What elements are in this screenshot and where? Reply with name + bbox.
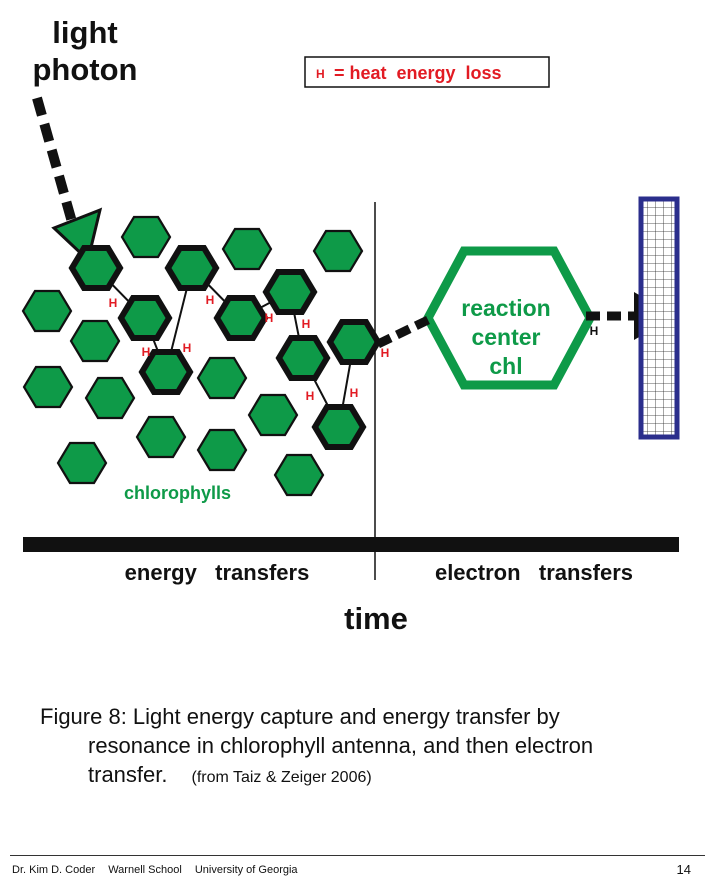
caption-line1: Figure 8: Light energy capture and energ… xyxy=(40,704,560,729)
chlorophyll-hexagon xyxy=(247,393,299,437)
caption-source: (from Taiz & Zeiger 2006) xyxy=(191,769,372,786)
heat-loss-mark: H xyxy=(142,345,151,359)
chlorophyll-hexagon xyxy=(312,229,364,273)
excited-chlorophyll-hexagon xyxy=(213,295,269,341)
heat-loss-mark: H xyxy=(109,296,118,310)
caption-line3: transfer. xyxy=(88,762,168,787)
excited-chlorophyll-hexagon xyxy=(275,335,331,381)
chlorophyll-hexagon xyxy=(120,215,172,259)
footer-credits: Dr. Kim D. Coder Warnell School Universi… xyxy=(12,864,308,876)
chlorophyll-hexagon xyxy=(221,227,273,271)
heat-loss-mark: H xyxy=(206,293,215,307)
excited-chlorophyll-hexagon xyxy=(138,349,194,395)
transfer-to-reaction-center xyxy=(376,315,430,349)
figure-caption: Figure 8: Light energy capture and energ… xyxy=(40,702,680,792)
footer-school: Warnell School xyxy=(108,864,182,876)
legend-box: H = heat energy loss xyxy=(304,56,550,88)
excited-chlorophyll-hexagon xyxy=(311,404,367,450)
excited-chlorophyll-hexagon xyxy=(262,269,318,315)
chlorophyll-hexagon xyxy=(84,376,136,420)
heat-loss-mark: H xyxy=(183,341,192,355)
reaction-center-line2: center xyxy=(471,324,540,350)
electron-acceptor xyxy=(638,196,680,440)
heat-loss-mark: H xyxy=(350,386,359,400)
heat-loss-mark: H xyxy=(381,346,390,360)
chlorophyll-hexagon xyxy=(21,289,73,333)
legend-heat-symbol: H xyxy=(316,67,325,81)
heat-loss-marks: H H H H H H H H H H xyxy=(109,293,599,403)
caption-line2: resonance in chlorophyll antenna, and th… xyxy=(88,733,594,758)
caption-line3-wrap: transfer. (from Taiz & Zeiger 2006) xyxy=(40,760,680,792)
chlorophyll-hexagon xyxy=(69,319,121,363)
footer-author: Dr. Kim D. Coder xyxy=(12,864,96,876)
axis-left-label: energy transfers xyxy=(125,560,310,585)
excited-chlorophyll-hexagon xyxy=(326,319,382,365)
photon-label-line2: photon xyxy=(32,52,137,87)
footer-divider xyxy=(10,855,705,856)
electron-transfer-heat-mark: H xyxy=(590,324,599,338)
chlorophyll-hexagon xyxy=(196,428,248,472)
chlorophyll-hexagon xyxy=(273,453,325,497)
chlorophylls-label: chlorophylls xyxy=(124,483,231,503)
chlorophyll-hexagon xyxy=(22,365,74,409)
axis-right-label: electron transfers xyxy=(435,560,633,585)
heat-loss-mark: H xyxy=(265,311,274,325)
heat-loss-mark: H xyxy=(302,317,311,331)
excited-chlorophyll-hexagon xyxy=(164,245,220,291)
axis-title: time xyxy=(344,601,408,636)
legend-text: = heat energy loss xyxy=(334,63,502,83)
photon-label-line1: light xyxy=(52,15,117,50)
chlorophyll-hexagon xyxy=(196,356,248,400)
footer-university: University of Georgia xyxy=(194,864,298,876)
reaction-center-line1: reaction xyxy=(461,295,550,321)
chlorophyll-hexagon xyxy=(135,415,187,459)
time-axis-bar xyxy=(23,537,679,552)
chlorophyll-cluster xyxy=(21,215,382,497)
heat-loss-mark: H xyxy=(306,389,315,403)
reaction-center-line3: chl xyxy=(489,353,522,379)
page-number: 14 xyxy=(676,862,691,877)
chlorophyll-hexagon xyxy=(56,441,108,485)
excited-chlorophyll-hexagon xyxy=(68,245,124,291)
excited-chlorophyll-hexagon xyxy=(117,295,173,341)
photon-arrow-shaft xyxy=(32,96,77,224)
